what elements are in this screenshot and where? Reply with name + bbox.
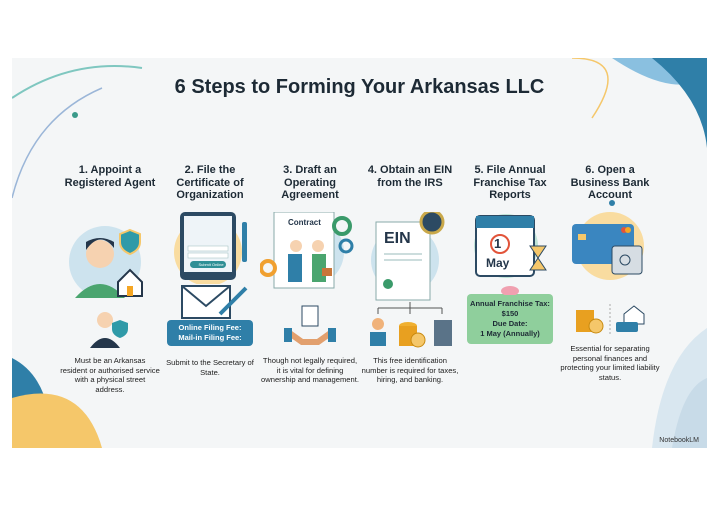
tax-amount: Annual Franchise Tax: $150 bbox=[470, 299, 550, 318]
step-heading: 3. Draft an Operating Agreement bbox=[281, 164, 339, 201]
step-description: Essential for separating personal financ… bbox=[560, 344, 660, 382]
contract-handshake-icon bbox=[259, 211, 354, 289]
person-coins-calculator-icon bbox=[370, 302, 452, 348]
franchise-tax-info: Annual Franchise Tax: $150 Due Date: 1 M… bbox=[467, 294, 553, 344]
step-4: 4. Obtain an EIN from the IRS EIN This f… bbox=[360, 164, 460, 385]
handshake-icon bbox=[284, 305, 336, 345]
step-3: 3. Draft an Operating Agreement Contract… bbox=[259, 164, 360, 385]
step-heading: 6. Open a Business Bank Account bbox=[570, 164, 650, 201]
online-fee-label: Online Filing Fee: bbox=[178, 323, 242, 332]
step-description: Though not legally required, it is vital… bbox=[261, 356, 359, 384]
infographic-slide: 6 Steps to Forming Your Arkansas LLC 1. … bbox=[12, 58, 707, 448]
calendar-month: May bbox=[486, 256, 510, 270]
step-heading: 1. Appoint a Registered Agent bbox=[64, 164, 156, 189]
page-title: 6 Steps to Forming Your Arkansas LLC bbox=[174, 76, 545, 98]
tablet-form-icon bbox=[174, 212, 247, 286]
step-1: 1. Appoint a Registered Agent Must be an… bbox=[60, 164, 160, 394]
envelope-pen-icon bbox=[181, 285, 248, 319]
ein-label: EIN bbox=[384, 230, 411, 247]
step-description: This free identification number is requi… bbox=[361, 356, 459, 384]
due-date-value: 1 May (Annually) bbox=[480, 329, 540, 338]
step-2: 2. File the Certificate of Organization … bbox=[160, 164, 260, 377]
notebooklm-brand: NotebookLM bbox=[659, 437, 699, 444]
step-6: 6. Open a Business Bank Account Essentia… bbox=[560, 164, 660, 382]
agent-shield-icon bbox=[90, 312, 128, 348]
coins-car-house-icon bbox=[576, 304, 645, 334]
card-safe-icon bbox=[572, 212, 644, 280]
calendar-hourglass-icon bbox=[474, 214, 547, 278]
step-heading: 5. File Annual Franchise Tax Reports bbox=[473, 164, 547, 201]
step-heading: 2. File the Certificate of Organization bbox=[176, 164, 244, 201]
step-heading: 4. Obtain an EIN from the IRS bbox=[367, 164, 453, 189]
step-5: 5. File Annual Franchise Tax Reports 1 M… bbox=[460, 164, 560, 344]
piggy-bank-icon bbox=[501, 286, 519, 296]
ein-document-icon bbox=[371, 209, 445, 301]
due-date-label: Due Date: bbox=[492, 319, 528, 328]
step-description: Must be an Arkansas resident or authoris… bbox=[60, 356, 160, 394]
mail-fee-label: Mail-in Filing Fee: bbox=[178, 333, 242, 342]
calendar-day: 1 bbox=[494, 236, 502, 251]
step-description: Submit to the Secretary of State. bbox=[166, 358, 254, 377]
contract-label: Contract bbox=[288, 218, 321, 227]
agent-person-icon bbox=[69, 226, 143, 298]
decorative-waves bbox=[12, 58, 707, 448]
filing-fee-badge: Online Filing Fee: Mail-in Filing Fee: bbox=[167, 320, 253, 346]
submit-online-button: Submit Online bbox=[198, 262, 224, 267]
